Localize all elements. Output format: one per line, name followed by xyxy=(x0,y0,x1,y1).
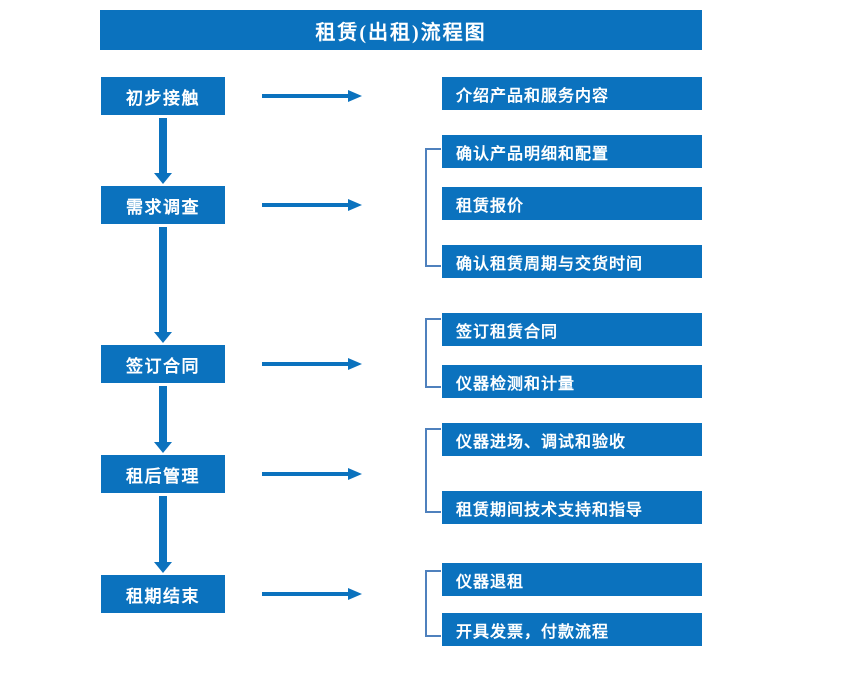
arrow-head xyxy=(154,332,172,343)
arrow-head xyxy=(154,442,172,453)
horizontal-arrow-3 xyxy=(262,358,362,370)
arrow-shaft xyxy=(262,472,350,476)
arrow-shaft xyxy=(262,203,350,207)
arrow-head xyxy=(154,562,172,573)
vertical-arrow-4 xyxy=(154,496,172,573)
detail-box-4[interactable]: 确认租赁周期与交货时间 xyxy=(442,245,702,278)
horizontal-arrow-1 xyxy=(262,90,362,102)
chart-title: 租赁(出租)流程图 xyxy=(100,10,702,50)
detail-box-2[interactable]: 确认产品明细和配置 xyxy=(442,135,702,168)
group-bracket-2 xyxy=(425,148,441,267)
arrow-shaft xyxy=(159,227,167,332)
arrow-head xyxy=(348,199,362,211)
detail-box-1[interactable]: 介绍产品和服务内容 xyxy=(442,77,702,110)
group-bracket-5 xyxy=(425,570,441,637)
vertical-arrow-3 xyxy=(154,386,172,453)
detail-box-9[interactable]: 仪器退租 xyxy=(442,563,702,596)
stage-box-5[interactable]: 租期结束 xyxy=(101,575,225,613)
horizontal-arrow-5 xyxy=(262,588,362,600)
horizontal-arrow-2 xyxy=(262,199,362,211)
arrow-head xyxy=(348,358,362,370)
arrow-shaft xyxy=(262,94,350,98)
vertical-arrow-2 xyxy=(154,227,172,343)
arrow-head xyxy=(348,588,362,600)
detail-box-5[interactable]: 签订租赁合同 xyxy=(442,313,702,346)
group-bracket-3 xyxy=(425,318,441,388)
arrow-head xyxy=(348,468,362,480)
detail-box-6[interactable]: 仪器检测和计量 xyxy=(442,365,702,398)
detail-box-10[interactable]: 开具发票，付款流程 xyxy=(442,613,702,646)
arrow-shaft xyxy=(159,496,167,562)
detail-box-7[interactable]: 仪器进场、调试和验收 xyxy=(442,423,702,456)
stage-box-4[interactable]: 租后管理 xyxy=(101,455,225,493)
detail-box-8[interactable]: 租赁期间技术支持和指导 xyxy=(442,491,702,524)
group-bracket-4 xyxy=(425,428,441,513)
arrow-head xyxy=(154,173,172,184)
stage-box-2[interactable]: 需求调查 xyxy=(101,186,225,224)
detail-box-3[interactable]: 租赁报价 xyxy=(442,187,702,220)
stage-box-1[interactable]: 初步接触 xyxy=(101,77,225,115)
arrow-shaft xyxy=(262,362,350,366)
arrow-shaft xyxy=(159,386,167,442)
arrow-head xyxy=(348,90,362,102)
horizontal-arrow-4 xyxy=(262,468,362,480)
vertical-arrow-1 xyxy=(154,118,172,184)
arrow-shaft xyxy=(262,592,350,596)
stage-box-3[interactable]: 签订合同 xyxy=(101,345,225,383)
arrow-shaft xyxy=(159,118,167,173)
